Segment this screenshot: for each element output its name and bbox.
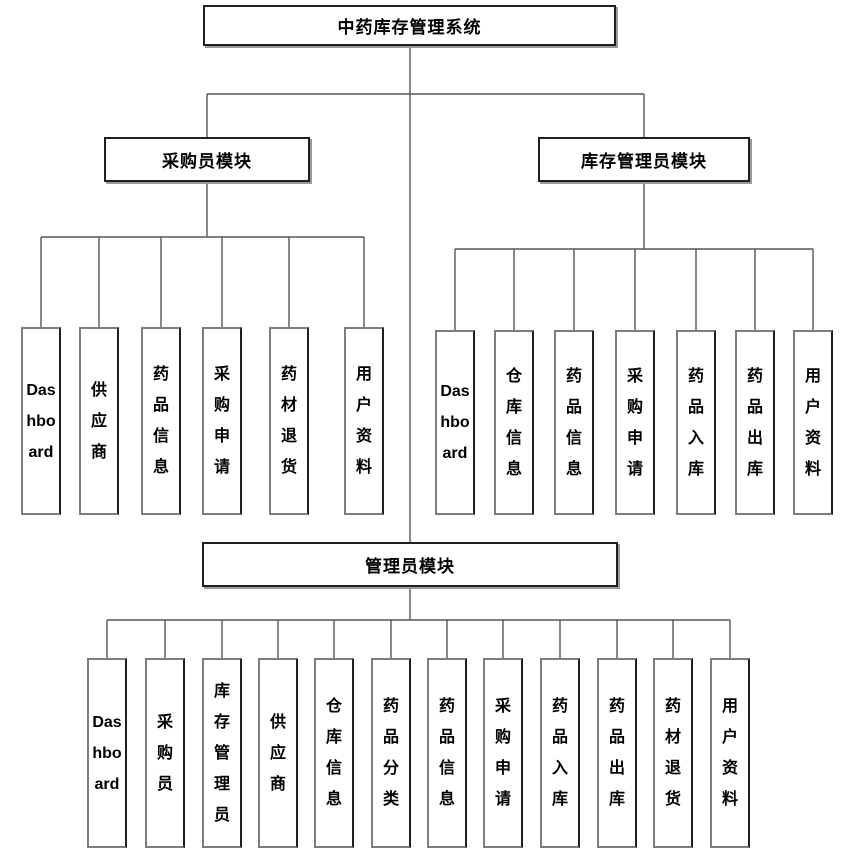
leaf-admin-supplier: 供 应 商 [258, 658, 298, 848]
module-box-admin: 管理员模块 [202, 542, 618, 587]
leaf-admin-purchase-request: 采 购 申 请 [483, 658, 523, 848]
leaf-admin-drug-outbound: 药 品 出 库 [597, 658, 637, 848]
module-box-purchaser: 采购员模块 [104, 137, 310, 182]
leaf-inventory-drug-inbound: 药 品 入 库 [676, 330, 716, 515]
leaf-inventory-dashboard: Das hbo ard [435, 330, 475, 515]
leaf-purchaser-user-profile: 用 户 资 料 [344, 327, 384, 515]
module-label-admin: 管理员模块 [365, 557, 455, 576]
leaf-inventory-warehouse-info: 仓 库 信 息 [494, 330, 534, 515]
root-box: 中药库存管理系统 [203, 5, 616, 46]
leaf-purchaser-supplier: 供 应 商 [79, 327, 119, 515]
leaf-inventory-drug-outbound: 药 品 出 库 [735, 330, 775, 515]
leaf-purchaser-herb-return: 药 材 退 货 [269, 327, 309, 515]
root-label: 中药库存管理系统 [337, 18, 482, 37]
module-label-inventory-manager: 库存管理员模块 [581, 152, 707, 171]
module-box-inventory-manager: 库存管理员模块 [538, 137, 750, 182]
leaf-admin-herb-return: 药 材 退 货 [653, 658, 693, 848]
leaf-admin-user-profile: 用 户 资 料 [710, 658, 750, 848]
leaf-admin-purchaser: 采 购 员 [145, 658, 185, 848]
leaf-admin-inventory-manager: 库 存 管 理 员 [202, 658, 242, 848]
module-label-purchaser: 采购员模块 [162, 152, 252, 171]
leaf-admin-drug-inbound: 药 品 入 库 [540, 658, 580, 848]
leaf-admin-drug-category: 药 品 分 类 [371, 658, 411, 848]
leaf-inventory-drug-info: 药 品 信 息 [554, 330, 594, 515]
leaf-admin-warehouse-info: 仓 库 信 息 [314, 658, 354, 848]
leaf-purchaser-purchase-request: 采 购 申 请 [202, 327, 242, 515]
leaf-purchaser-drug-info: 药 品 信 息 [141, 327, 181, 515]
leaf-purchaser-dashboard: Das hbo ard [21, 327, 61, 515]
leaf-admin-drug-info: 药 品 信 息 [427, 658, 467, 848]
leaf-admin-dashboard: Das hbo ard [87, 658, 127, 848]
leaf-inventory-user-profile: 用 户 资 料 [793, 330, 833, 515]
leaf-inventory-purchase-request: 采 购 申 请 [615, 330, 655, 515]
